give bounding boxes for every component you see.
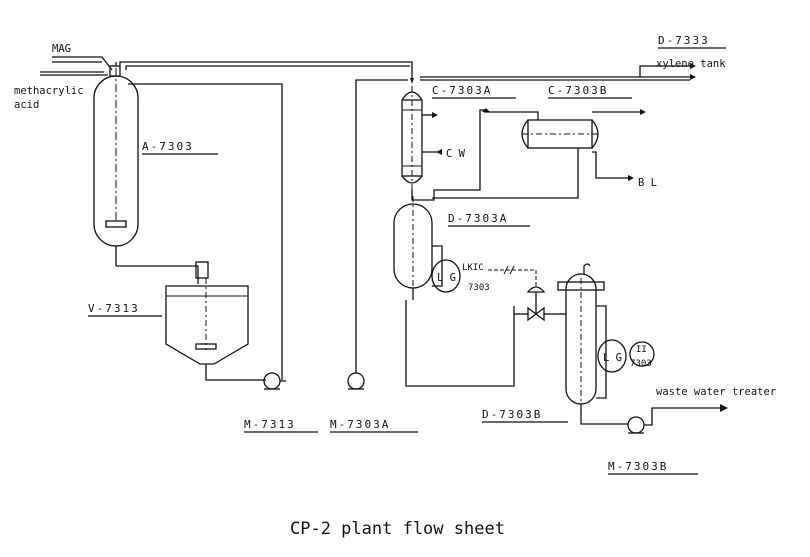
m-7303b-label: M-7303B: [608, 460, 668, 473]
waste-water-label: waste water treater: [656, 386, 776, 398]
ii-number: 7303: [630, 359, 652, 369]
mag-label: MAG: [52, 43, 71, 55]
pump-m-7313: [263, 372, 286, 390]
control-valve: [514, 286, 556, 322]
pump-m-7303a: [347, 79, 408, 390]
m-7303a-label: M-7303A: [330, 418, 390, 431]
ii-tag: II: [636, 345, 647, 355]
pump-m-7303b: [627, 404, 728, 434]
v-7313-label: V-7313: [88, 302, 140, 315]
d-7303b-label: D-7303B: [482, 408, 542, 421]
methacrylic-acid-label-2: acid: [14, 99, 39, 111]
level-gauge-d-7303a: L G LKIC 7303: [431, 259, 537, 293]
overhead-lines: [119, 61, 690, 380]
flow-arrows: [410, 63, 696, 181]
d-7303a-label: D-7303A: [448, 212, 508, 225]
lkic-tag: LKIC: [462, 263, 484, 273]
drum-d-7303a: [393, 196, 515, 387]
d-7333-label: D-7333: [658, 34, 710, 47]
a-7303-label: A-7303: [142, 140, 194, 153]
c-7303a-label: C-7303A: [432, 84, 492, 97]
cw-label: C W: [446, 148, 466, 160]
reactor-a-7303: [93, 62, 139, 266]
lkic-number: 7303: [468, 283, 490, 293]
m-7313-label: M-7313: [244, 418, 296, 431]
c-7303b-label: C-7303B: [548, 84, 608, 97]
vessel-v-7313: [116, 261, 266, 381]
lg-label-b: L G: [603, 352, 622, 364]
level-gauge-d-7303b: L G II 7303: [597, 339, 655, 373]
condenser-c-7303a: [401, 86, 486, 201]
methacrylic-acid-label-1: methacrylic: [14, 85, 84, 97]
diagram-caption: CP-2 plant flow sheet: [290, 519, 505, 539]
lg-label-a: L G: [437, 272, 456, 284]
exchanger-c-7303b: [432, 111, 640, 199]
feed-lines: [40, 56, 113, 76]
decanter-d-7303b: [556, 263, 628, 425]
bl-label: B L: [638, 177, 657, 189]
